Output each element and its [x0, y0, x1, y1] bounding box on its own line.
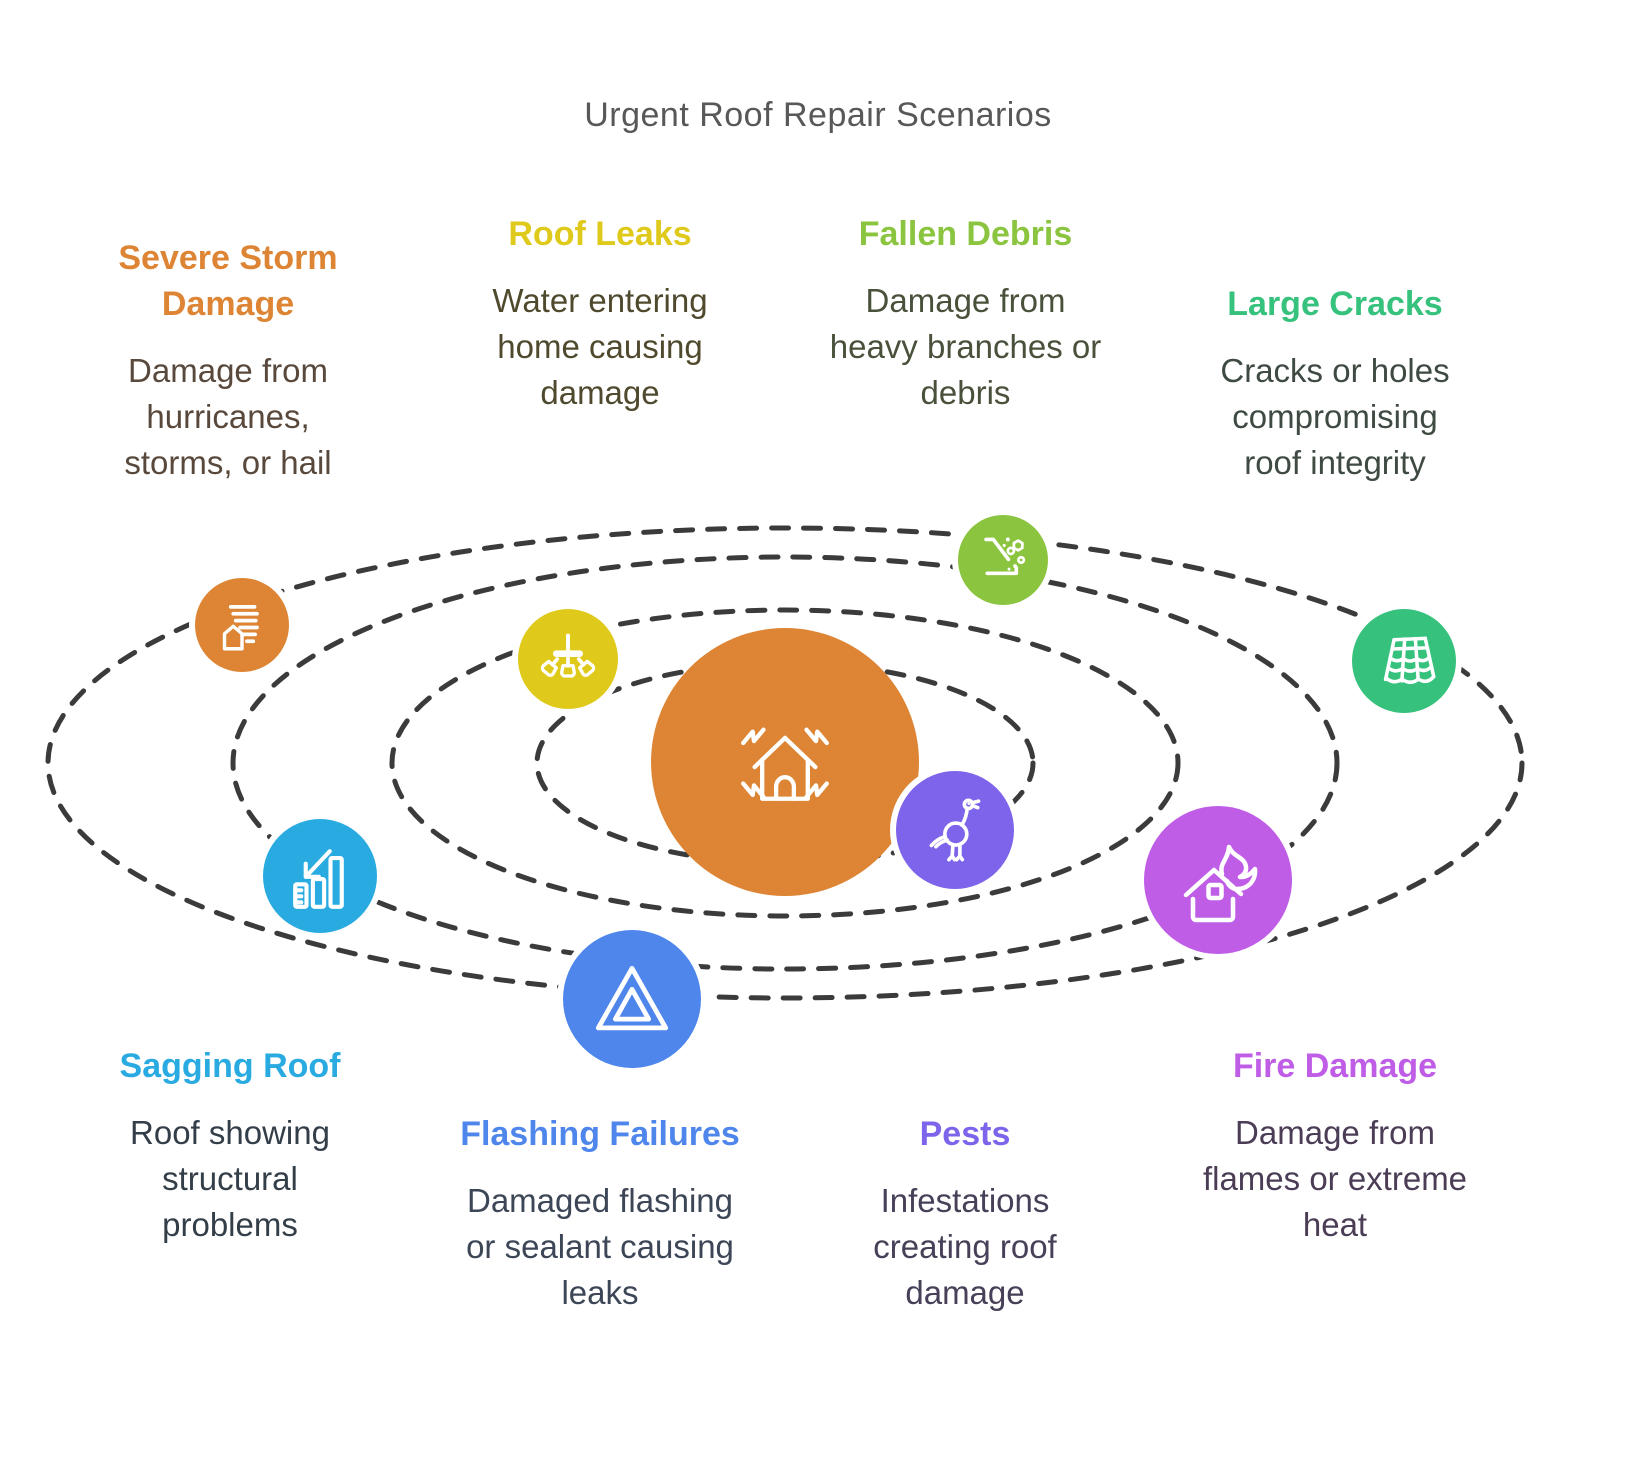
- scenario-description: Damage from hurricanes, storms, or hail: [124, 351, 332, 482]
- scenario-severe-storm-damage: Severe Storm Damage Damage from hurrican…: [98, 236, 358, 486]
- scenario-label: Pests: [919, 1115, 1011, 1153]
- scenario-description: Damage from heavy branches or debris: [829, 281, 1102, 412]
- node-fire-damage: [1144, 806, 1292, 954]
- scenario-roof-leaks: Roof Leaks Water entering home causing d…: [475, 212, 725, 416]
- scenario-description: Damaged flashing or sealant causing leak…: [466, 1181, 734, 1312]
- node-pests: [896, 771, 1014, 889]
- house-inspection-icon: [741, 727, 829, 801]
- scenario-fallen-debris: Fallen Debris Damage from heavy branches…: [828, 212, 1103, 416]
- scenario-large-cracks: Large Cracks Cracks or holes compromisin…: [1215, 282, 1455, 486]
- scenario-label: Fallen Debris: [858, 215, 1073, 253]
- node-sagging-roof: [263, 819, 377, 933]
- node-large-cracks: [1352, 609, 1456, 713]
- node-roof-leaks: [518, 609, 618, 709]
- scenario-description: Infestations creating roof damage: [873, 1181, 1057, 1312]
- ceiling-leak-icon: [540, 633, 596, 678]
- scenario-description: Cracks or holes compromising roof integr…: [1220, 351, 1450, 482]
- declining-chart-icon: [293, 849, 344, 909]
- falling-debris-icon: [984, 537, 1026, 576]
- scenario-label: Large Cracks: [1227, 285, 1443, 323]
- scenario-description: Water entering home causing damage: [492, 281, 708, 412]
- scenario-pests: Pests Infestations creating roof damage: [845, 1112, 1085, 1316]
- scenario-flashing-failures: Flashing Failures Damaged flashing or se…: [460, 1112, 740, 1316]
- orbit-ring-4: [45, 525, 1525, 1001]
- node-severe-storm-damage: [195, 578, 289, 672]
- node-fallen-debris: [958, 515, 1048, 605]
- orbit-ring-2: [389, 607, 1181, 919]
- center-node-roof-repair: [651, 628, 919, 896]
- page-title: Urgent Roof Repair Scenarios: [584, 96, 1052, 134]
- burning-house-icon: [1183, 844, 1258, 923]
- scenario-label: Fire Damage: [1232, 1047, 1438, 1085]
- scenario-label: Flashing Failures: [460, 1115, 740, 1153]
- scenario-label: Sagging Roof: [119, 1047, 341, 1085]
- orbit-ring-3: [230, 554, 1340, 972]
- scenario-description: Damage from flames or extreme heat: [1202, 1113, 1468, 1244]
- scenario-label: Severe Storm Damage: [118, 239, 338, 323]
- scenario-sagging-roof: Sagging Roof Roof showing structural pro…: [100, 1044, 360, 1248]
- bird-pest-icon: [929, 798, 981, 862]
- scenario-description: Roof showing structural problems: [130, 1113, 330, 1244]
- scenario-label: Roof Leaks: [508, 215, 692, 253]
- scenario-fire-damage: Fire Damage Damage from flames or extrem…: [1199, 1044, 1471, 1248]
- warning-triangle-icon: [595, 965, 669, 1031]
- roof-tiles-icon: [1383, 636, 1436, 685]
- node-flashing-failures: [563, 930, 701, 1068]
- tornado-house-icon: [222, 605, 259, 651]
